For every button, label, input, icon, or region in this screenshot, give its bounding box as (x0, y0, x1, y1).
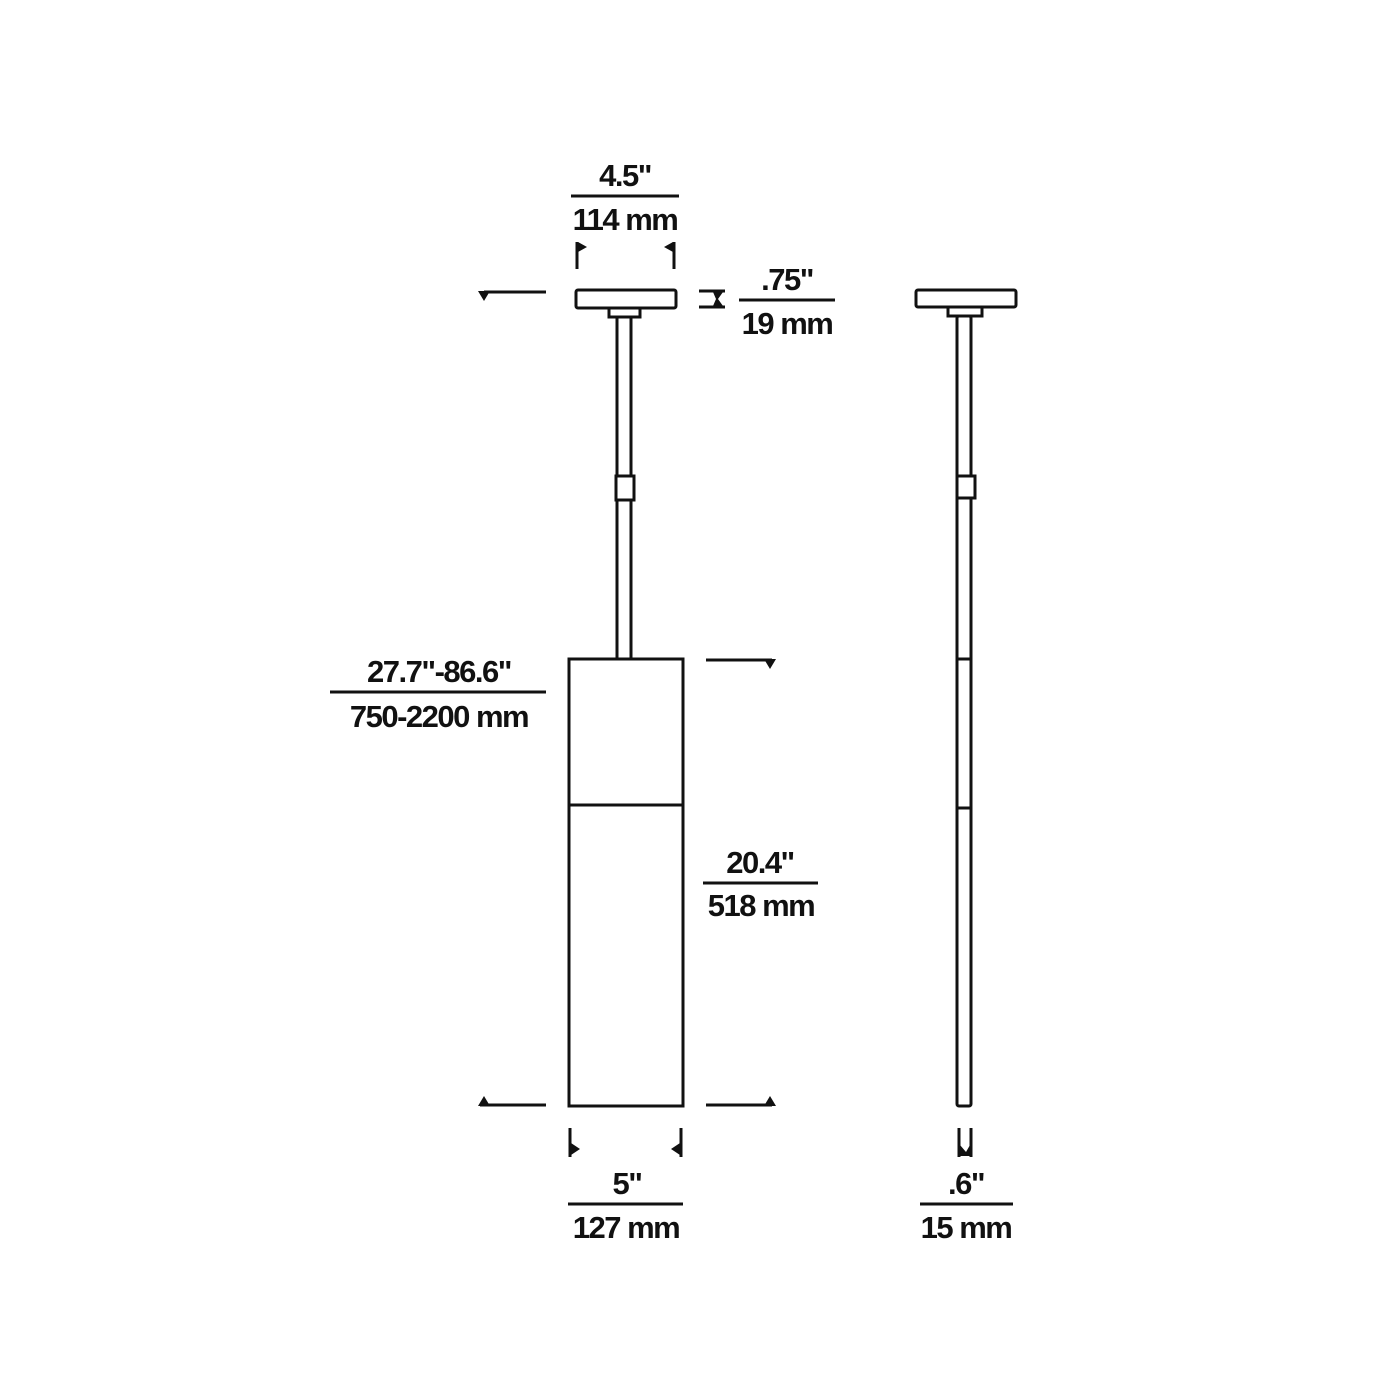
arrow-right-icon (571, 1143, 580, 1155)
shade-width-metric: 127 mm (573, 1210, 679, 1245)
side-body (955, 314, 973, 1108)
front-stem-coupler (614, 474, 636, 502)
front-view (567, 288, 685, 1108)
shade-height-imperial: 20.4" (726, 845, 794, 880)
side-stem-coupler (955, 474, 977, 500)
arrow-left-icon (664, 242, 673, 252)
side-width-imperial: .6" (948, 1166, 984, 1201)
width-marker-icon (960, 1145, 970, 1156)
arrow-up-icon (478, 1096, 490, 1106)
canopy-width-imperial: 4.5" (599, 158, 651, 193)
dimension-markers (478, 242, 973, 1157)
arrow-left-icon (671, 1143, 680, 1155)
arrow-up-icon (764, 1096, 776, 1106)
arrow-right-icon (578, 242, 587, 252)
side-canopy (914, 288, 1018, 309)
shade-width-imperial: 5" (613, 1166, 642, 1201)
canopy-width-metric: 114 mm (573, 202, 678, 237)
side-view (914, 288, 1018, 1108)
height-marker-icon (713, 292, 723, 306)
canopy-height-imperial: .75" (761, 262, 813, 297)
dimension-labels: 4.5" 114 mm .75" 19 mm 27.7"-86.6" 750-2… (330, 158, 1013, 1245)
side-width-metric: 15 mm (921, 1210, 1012, 1245)
shade-height-metric: 518 mm (708, 888, 814, 923)
overall-height-imperial: 27.7"-86.6" (367, 654, 511, 689)
front-shade (567, 657, 685, 1108)
overall-height-metric: 750-2200 mm (350, 699, 528, 734)
arrow-down-icon (478, 291, 490, 301)
canopy-height-metric: 19 mm (742, 306, 833, 341)
front-canopy (574, 288, 678, 310)
arrow-down-icon (764, 659, 776, 669)
